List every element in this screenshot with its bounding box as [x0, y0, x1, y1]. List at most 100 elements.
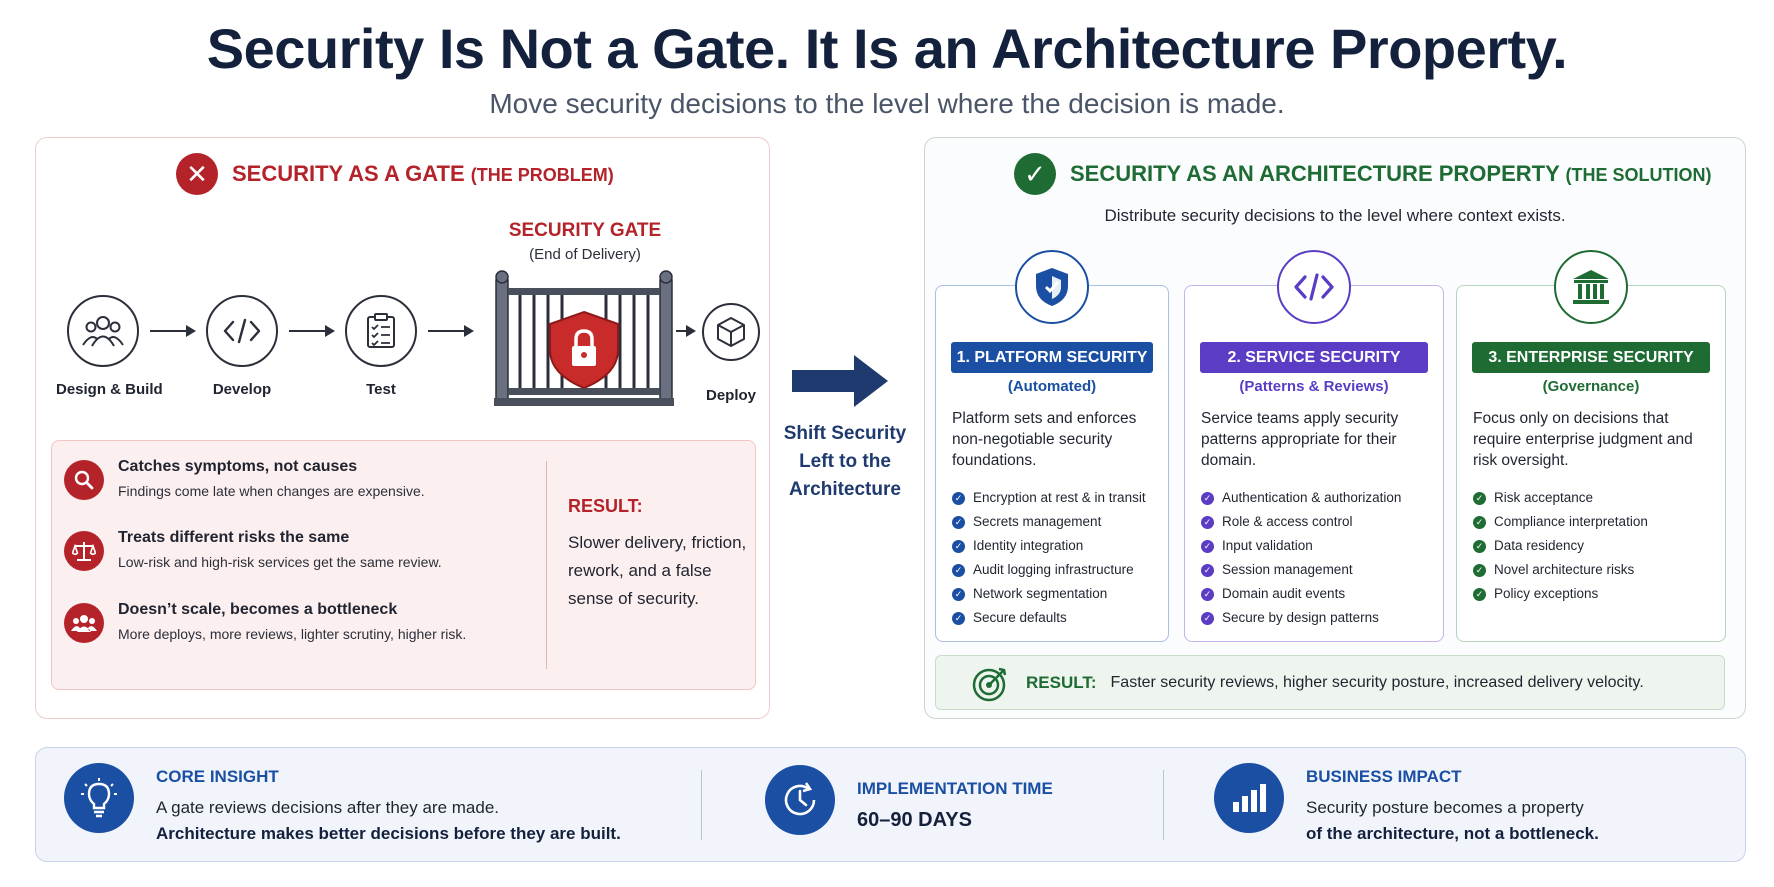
card-description: Focus only on decisions that require ent…	[1473, 410, 1693, 469]
check-icon: ✓	[1473, 539, 1486, 553]
step-deploy: Deploy	[695, 303, 767, 404]
check-circle-icon: ✓	[1014, 153, 1056, 195]
issue-title: Catches symptoms, not causes	[118, 458, 358, 475]
flow-arrow	[150, 325, 196, 337]
page-title: Security Is Not a Gate. It Is an Archite…	[206, 17, 1568, 80]
divider	[1163, 770, 1164, 840]
list-item: ✓Secure by design patterns	[1201, 606, 1437, 630]
gate-subtitle: (End of Delivery)	[529, 246, 641, 263]
check-icon: ✓	[1201, 611, 1214, 625]
solution-heading-tag: (The Solution)	[1565, 165, 1712, 185]
lightbulb-icon	[64, 763, 134, 833]
issue-desc: Findings come late when changes are expe…	[118, 483, 425, 499]
problem-heading: ✕ Security as a Gate (The Problem)	[176, 153, 614, 195]
target-icon	[971, 665, 1009, 708]
insight-line1: A gate reviews decisions after they are …	[156, 798, 500, 817]
impact-heading: Business Impact	[1306, 767, 1462, 786]
check-icon: ✓	[1201, 515, 1214, 529]
card-list: ✓Encryption at rest & in transit ✓Secret…	[952, 486, 1162, 630]
business-impact: Business Impact Security posture becomes…	[1214, 763, 1599, 844]
shield-icon	[1015, 250, 1089, 324]
check-icon: ✓	[952, 587, 965, 601]
problem-result-text: Slower delivery, friction, rework, and a…	[568, 533, 747, 608]
card-subtitle: (Governance)	[1542, 378, 1640, 395]
card-title: 1. PLATFORM SECURITY	[951, 342, 1153, 373]
solution-heading: ✓ Security as an Architecture Property (…	[1014, 153, 1711, 195]
card-subtitle: (Patterns & Reviews)	[1239, 378, 1389, 395]
check-icon: ✓	[952, 515, 965, 529]
package-icon	[702, 303, 760, 361]
solution-result-label: RESULT:	[1026, 672, 1097, 692]
gate-title: SECURITY GATE	[508, 220, 662, 241]
issue-desc: Low-risk and high-risk services get the …	[118, 554, 442, 570]
card-platform-security: 1. PLATFORM SECURITY (Automated) Platfor…	[935, 250, 1169, 642]
bank-icon	[1554, 250, 1628, 324]
impact-line1: Security posture becomes a property	[1306, 798, 1584, 817]
solution-result-text: Faster security reviews, higher security…	[1110, 673, 1644, 691]
check-icon: ✓	[952, 491, 965, 505]
problem-heading-tag: (The Problem)	[470, 165, 614, 185]
step-design-build: Design & Build	[56, 295, 163, 398]
group-icon	[64, 603, 104, 643]
magnifier-icon	[64, 460, 104, 500]
check-icon: ✓	[1473, 587, 1486, 601]
card-description: Service teams apply security patterns ap…	[1201, 410, 1399, 469]
step-label: Design & Build	[56, 381, 163, 398]
implementation-time: Implementation Time 60–90 DAYS	[765, 765, 1053, 835]
solution-intro: Distribute security decisions to the lev…	[1104, 206, 1566, 225]
flow-arrow	[428, 325, 474, 337]
security-gate-graphic	[494, 270, 674, 407]
solution-heading-text: Security as an Architecture Property	[1070, 161, 1560, 186]
list-item: ✓Authentication & authorization	[1201, 486, 1437, 510]
issue-title: Doesn’t scale, becomes a bottleneck	[118, 601, 398, 618]
check-icon: ✓	[952, 539, 965, 553]
problem-result-label: RESULT:	[568, 496, 643, 516]
code-icon	[206, 295, 278, 367]
insight-line2: Architecture makes better decisions befo…	[156, 824, 621, 843]
team-icon	[67, 295, 139, 367]
code-icon	[1277, 250, 1351, 324]
card-title: 2. SERVICE SECURITY	[1200, 342, 1428, 373]
bar-chart-icon	[1214, 763, 1284, 833]
check-icon: ✓	[1201, 491, 1214, 505]
checklist-icon	[345, 295, 417, 367]
clock-refresh-icon	[765, 765, 835, 835]
page-subtitle: Move security decisions to the level whe…	[489, 88, 1285, 119]
insight-heading: Core Insight	[156, 767, 279, 786]
step-test: Test	[334, 295, 428, 398]
check-icon: ✓	[1473, 515, 1486, 529]
scale-icon	[64, 531, 104, 571]
card-enterprise-security: 3. ENTERPRISE SECURITY (Governance) Focu…	[1456, 250, 1726, 642]
card-list: ✓Risk acceptance ✓Compliance interpretat…	[1473, 486, 1719, 606]
check-icon: ✓	[952, 563, 965, 577]
list-item: ✓Novel architecture risks	[1473, 558, 1719, 582]
list-item: ✓Encryption at rest & in transit	[952, 486, 1162, 510]
card-title: 3. ENTERPRISE SECURITY	[1472, 342, 1710, 373]
card-list: ✓Authentication & authorization ✓Role & …	[1201, 486, 1437, 630]
flow-arrow	[289, 325, 335, 337]
card-description: Platform sets and enforces non-negotiabl…	[952, 410, 1137, 469]
check-icon: ✓	[1473, 491, 1486, 505]
list-item: ✓Session management	[1201, 558, 1437, 582]
list-item: ✓Network segmentation	[952, 582, 1162, 606]
divider	[546, 461, 547, 669]
time-heading: Implementation Time	[857, 779, 1053, 798]
check-icon: ✓	[1473, 563, 1486, 577]
bottom-bar	[35, 747, 1746, 862]
x-icon: ✕	[176, 153, 218, 195]
list-item: ✓Policy exceptions	[1473, 582, 1719, 606]
list-item: ✓Role & access control	[1201, 510, 1437, 534]
list-item: ✓Data residency	[1473, 534, 1719, 558]
list-item: ✓Secrets management	[952, 510, 1162, 534]
list-item: ✓Risk acceptance	[1473, 486, 1719, 510]
list-item: ✓Secure defaults	[952, 606, 1162, 630]
check-icon: ✓	[1201, 587, 1214, 601]
check-icon: ✓	[952, 611, 965, 625]
issue-title: Treats different risks the same	[118, 529, 350, 546]
list-item: ✓Identity integration	[952, 534, 1162, 558]
step-develop: Develop	[195, 295, 289, 398]
